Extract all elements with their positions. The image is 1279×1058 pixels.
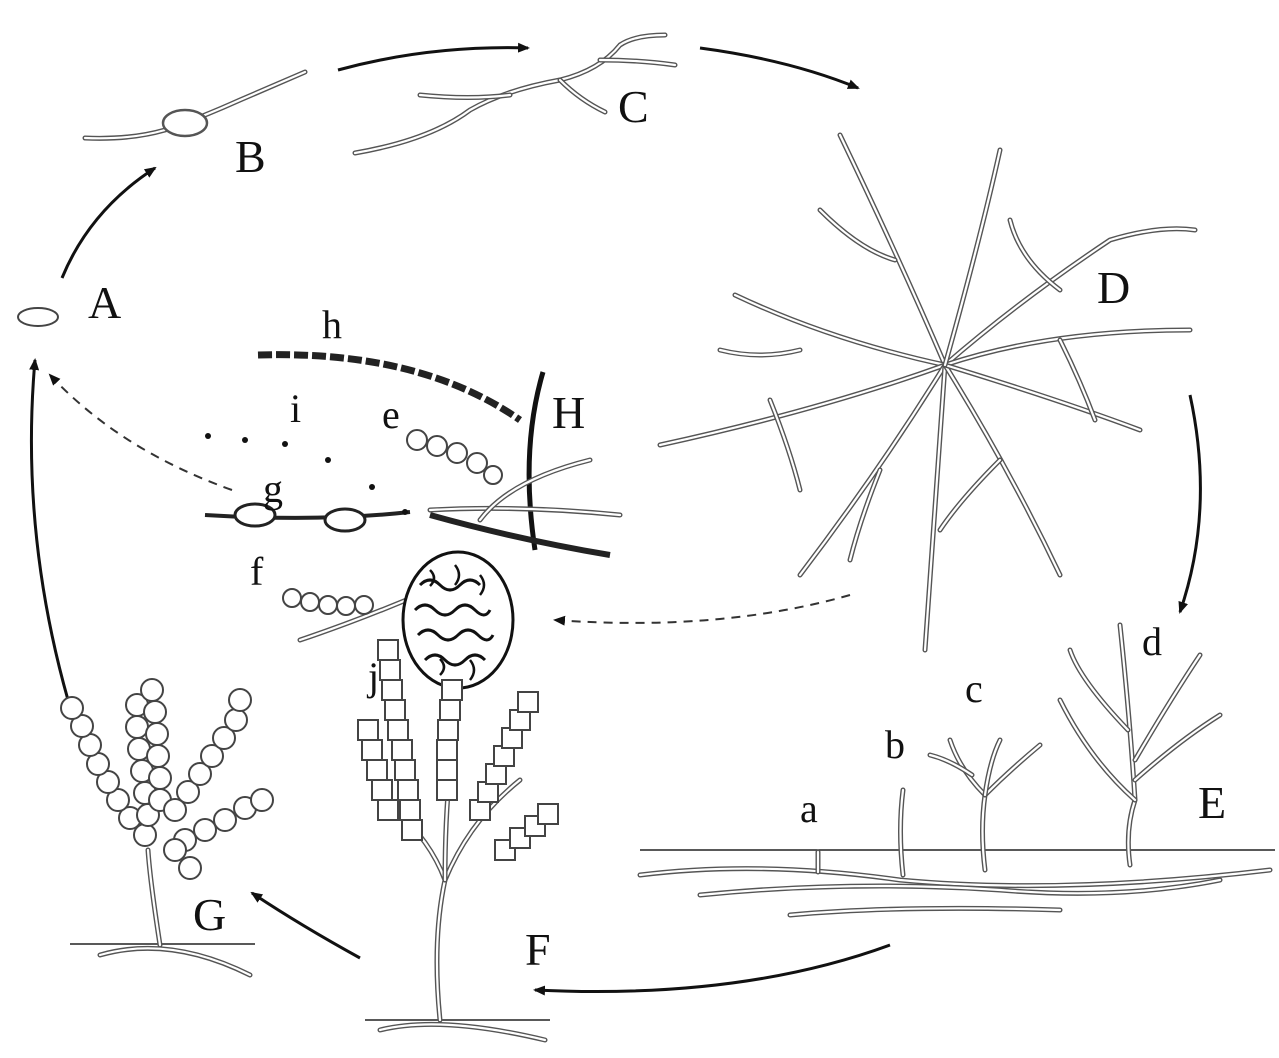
arrow-b-to-c: [338, 48, 528, 70]
label-detail-b: b: [885, 722, 905, 767]
arrow-c-to-d: [700, 48, 858, 88]
label-stage-h: H: [552, 387, 585, 438]
label-stage-b: B: [235, 131, 266, 182]
spore-illustration: [18, 308, 58, 326]
label-detail-h: h: [322, 302, 342, 347]
dashed-arrow-g-to-a: [50, 375, 232, 490]
spore-chains-g: [61, 679, 273, 879]
detail-labels: a b c d e f g h i j: [250, 302, 1162, 831]
conidiophore-g-illustration: [61, 679, 273, 975]
sclerotium-j: [403, 552, 513, 688]
arrow-a-to-b: [62, 168, 155, 278]
aerial-hyphae-illustration: [640, 625, 1275, 915]
label-detail-g: g: [263, 466, 283, 511]
arrow-f-to-g: [252, 893, 360, 958]
label-stage-d: D: [1097, 262, 1130, 313]
germinating-spore-illustration: [85, 72, 305, 138]
label-detail-i: i: [290, 386, 301, 431]
label-detail-e: e: [382, 392, 400, 437]
label-detail-f: f: [250, 549, 264, 594]
label-stage-c: C: [618, 81, 649, 132]
spore-chain-e: [407, 430, 502, 484]
arrow-d-to-e: [1180, 395, 1200, 612]
conidiophore-f-illustration: [358, 640, 558, 1040]
label-detail-a: a: [800, 786, 818, 831]
label-detail-d: d: [1142, 619, 1162, 664]
arrow-g-to-a: [31, 360, 68, 700]
stage-labels: A B C D E F G H: [88, 81, 1226, 975]
label-detail-j: j: [366, 654, 379, 699]
label-stage-a: A: [88, 277, 121, 328]
label-stage-f: F: [525, 924, 551, 975]
dashed-arrow-d-to-j: [555, 595, 850, 623]
mycelium-illustration: [660, 135, 1195, 650]
label-stage-e: E: [1198, 777, 1226, 828]
arrow-e-to-f: [535, 945, 890, 992]
label-stage-g: G: [193, 889, 226, 940]
label-detail-c: c: [965, 666, 983, 711]
